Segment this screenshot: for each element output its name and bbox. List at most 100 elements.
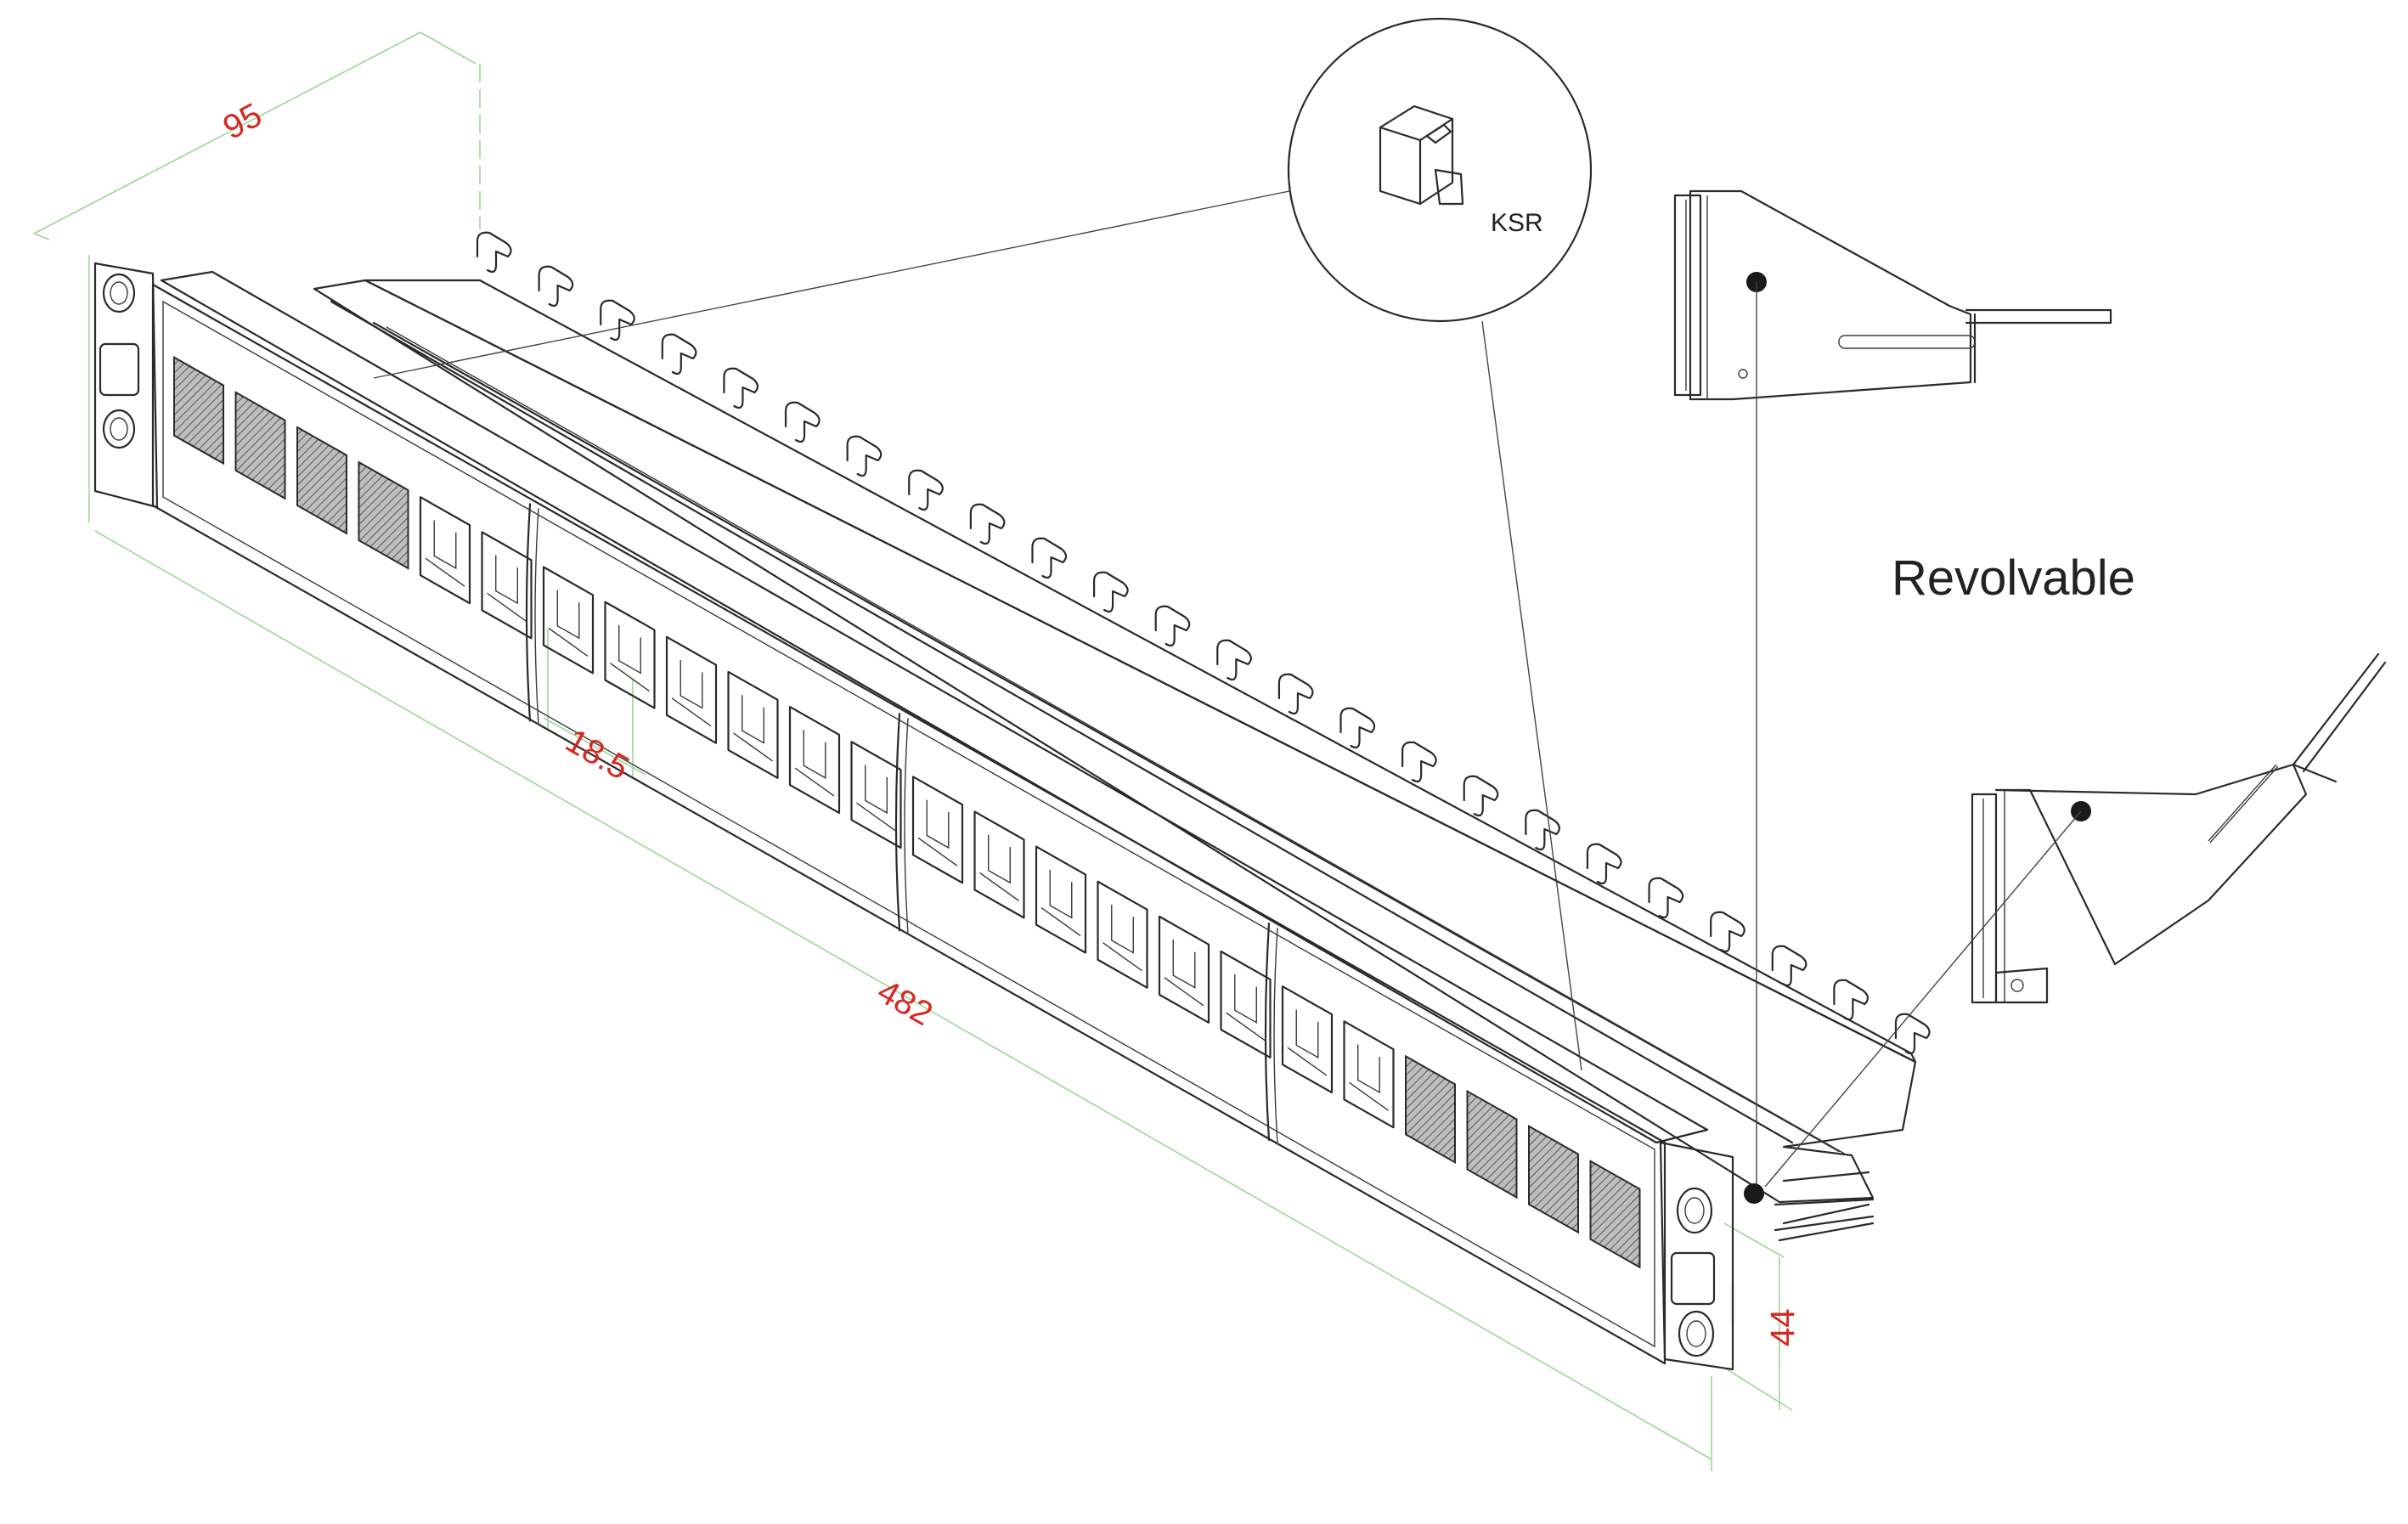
cable-hook — [1277, 673, 1314, 715]
port-ledge — [1287, 1047, 1328, 1076]
cable-manager-bar — [313, 279, 1917, 1327]
port-latch — [1172, 940, 1196, 989]
cable-hooks — [476, 231, 1931, 1055]
port-latch — [680, 659, 703, 709]
left-bottom-screw-hole — [102, 409, 136, 449]
right-label-slot — [1670, 1251, 1716, 1306]
cable-hook — [1894, 1013, 1931, 1055]
keystone-port — [481, 531, 533, 640]
keystone-port — [665, 635, 718, 744]
keystone-port — [911, 776, 964, 884]
cable-hook — [538, 265, 574, 308]
cable-hook — [723, 367, 759, 409]
port-ledge — [487, 592, 527, 622]
pivot-point-panel — [1744, 1183, 1764, 1204]
height-dimension: 44 — [1764, 1309, 1802, 1347]
blank-port — [296, 426, 347, 535]
port-latch — [988, 834, 1011, 884]
port-ledge — [733, 732, 773, 762]
port-modules — [525, 503, 1278, 1145]
revolvable-label: Revolvable — [1892, 550, 2135, 606]
cable-hook — [1216, 639, 1252, 681]
port-ledge — [1164, 977, 1204, 1007]
pitch-dimension: 18.5 — [560, 722, 635, 787]
port-ledge — [1349, 1081, 1389, 1111]
cable-hook — [1833, 979, 1869, 1021]
keystone-port — [1158, 915, 1210, 1024]
cable-hook — [1339, 707, 1376, 749]
blank-port — [234, 391, 286, 500]
blank-port — [1528, 1124, 1579, 1234]
module-divider-edge — [1273, 928, 1278, 1145]
side-profile-closed — [1673, 189, 2112, 1204]
left-top-screw-hole — [102, 273, 136, 313]
port-ledge — [917, 837, 958, 866]
module-divider — [1264, 922, 1271, 1142]
port-ledge — [425, 557, 465, 587]
keystone-port — [850, 741, 902, 849]
port-ledge — [1102, 942, 1142, 972]
port-latch — [1295, 1009, 1319, 1059]
cable-hook — [1648, 877, 1684, 919]
module-divider — [525, 503, 532, 722]
cable-hook — [1463, 775, 1499, 817]
keystone-port — [419, 496, 471, 605]
keystone-port — [727, 670, 779, 779]
port-latch — [1111, 904, 1134, 954]
cable-hook — [969, 503, 1006, 545]
cable-hook — [1031, 537, 1068, 579]
blank-port — [1405, 1054, 1456, 1165]
keystone-port — [542, 566, 595, 675]
blank-port — [1589, 1160, 1641, 1269]
ksr-label: KSR — [1491, 209, 1543, 237]
right-bottom-screw-hole — [1678, 1310, 1715, 1357]
port-latch — [433, 520, 457, 570]
module-divider-edge — [904, 718, 909, 935]
front-panel — [93, 262, 1734, 1371]
keystone-port — [604, 601, 656, 709]
port-latch — [495, 555, 518, 605]
port-latch — [742, 695, 764, 744]
keystone-port — [973, 810, 1025, 919]
keystone-port — [1343, 1020, 1395, 1129]
cable-hook — [784, 401, 821, 443]
cable-hook — [661, 333, 697, 375]
cable-hook — [1401, 741, 1437, 783]
keystone-port — [1097, 880, 1148, 989]
blank-port — [358, 460, 409, 570]
cable-hook — [1710, 911, 1745, 953]
right-top-screw-hole — [1676, 1187, 1713, 1234]
port-latch — [1049, 869, 1073, 919]
cable-hook — [1092, 571, 1129, 613]
port-latch — [865, 765, 888, 815]
width-dimension: 482 — [871, 973, 939, 1033]
depth-dimension: 95 — [217, 96, 268, 147]
side-profile-rotated — [1764, 652, 2387, 1188]
module-divider-edge — [534, 508, 539, 725]
keystone-port — [1220, 950, 1272, 1059]
cable-hook — [600, 299, 635, 341]
module-divider — [894, 713, 901, 932]
dimension-lines — [33, 31, 1793, 1471]
cable-hook — [1525, 809, 1560, 851]
cable-hook — [908, 469, 944, 511]
port-latch — [556, 590, 580, 640]
port-latch — [1357, 1044, 1380, 1094]
port-ledge — [671, 697, 712, 727]
port-ledge — [856, 802, 896, 832]
keystone-ports — [173, 355, 1641, 1269]
port-ledge — [610, 663, 650, 692]
port-ledge — [548, 627, 589, 657]
port-ledge — [979, 872, 1019, 901]
keystone-port — [1281, 985, 1334, 1094]
blank-port — [1466, 1089, 1518, 1199]
keystone-port — [1035, 845, 1087, 954]
ksr-detail-callout: KSR — [373, 17, 1593, 1071]
port-latch — [1234, 974, 1257, 1024]
port-ledge — [794, 767, 835, 797]
left-mounting-ear — [93, 262, 159, 509]
blank-port — [173, 355, 224, 466]
port-latch — [618, 624, 641, 675]
right-mounting-ear — [1659, 1141, 1734, 1371]
